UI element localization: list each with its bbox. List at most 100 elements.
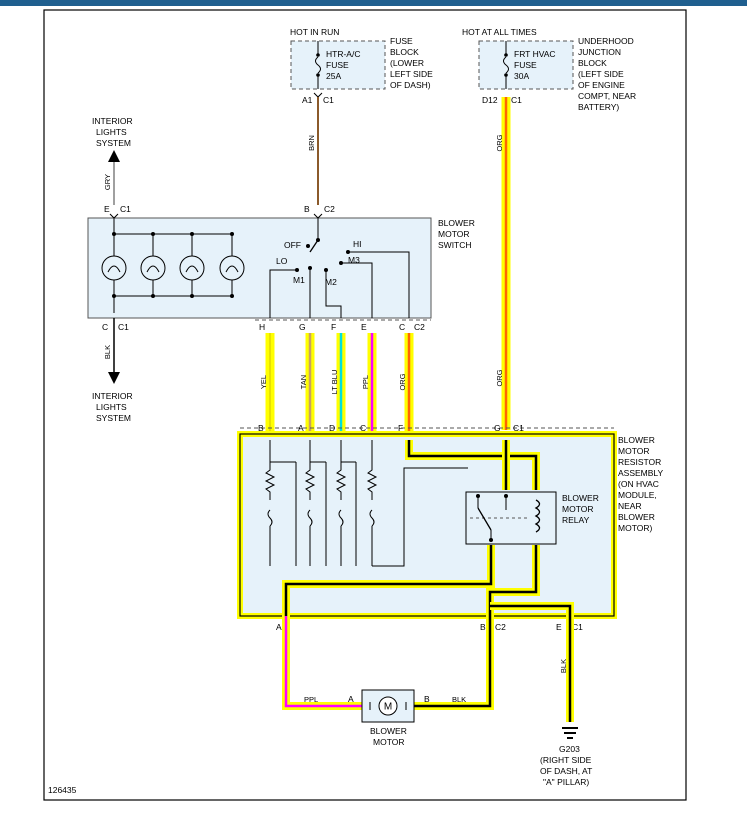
switch-bottom-pin-c2: C bbox=[399, 322, 405, 332]
tan-wire-label: TAN bbox=[299, 375, 308, 389]
blower-motor-resistor-assembly: BLOWER MOTOR RESISTOR ASSEMBLY (ON HVAC … bbox=[237, 423, 664, 632]
brn-wire-label: BRN bbox=[307, 135, 316, 151]
htr-fuse-label-2: FUSE bbox=[326, 60, 349, 70]
switch-label-3: SWITCH bbox=[438, 240, 472, 250]
ground-g203: G203 (RIGHT SIDE OF DASH, AT "A" PILLAR) bbox=[540, 727, 592, 787]
resistor-top-pin-g: G bbox=[494, 423, 501, 433]
switch-bottom-conn-c2: C2 bbox=[414, 322, 425, 332]
junction-loc-5: OF ENGINE bbox=[578, 80, 625, 90]
htr-fuse-label-1: HTR-A/C bbox=[326, 49, 360, 59]
resistor-top-pin-b: B bbox=[258, 423, 264, 433]
resistor-label-1: BLOWER bbox=[618, 435, 655, 445]
motor-label-1: BLOWER bbox=[370, 726, 407, 736]
interior-lights-bottom-3: SYSTEM bbox=[96, 413, 131, 423]
motor-symbol-label: M bbox=[384, 702, 392, 713]
lamp-3 bbox=[179, 232, 205, 298]
junction-loc-1: UNDERHOOD bbox=[578, 36, 634, 46]
switch-top-conn-c2: C2 bbox=[324, 204, 335, 214]
resistor-bottom-pin-b: B bbox=[480, 622, 486, 632]
interior-lights-bottom-1: INTERIOR bbox=[92, 391, 133, 401]
switch-pos-m1: M1 bbox=[293, 275, 305, 285]
yel-wire-label: YEL bbox=[259, 375, 268, 389]
ppl-motor-wire-highlight bbox=[282, 616, 362, 710]
blk-motor-wire bbox=[414, 616, 492, 708]
switch-bottom-pin-g: G bbox=[299, 322, 306, 332]
switch-bottom-conn-c1: C1 bbox=[118, 322, 129, 332]
interior-lights-bottom: INTERIOR LIGHTS SYSTEM bbox=[92, 391, 133, 423]
blower-switch-box bbox=[87, 217, 432, 319]
switch-bottom-pin-e: E bbox=[361, 322, 367, 332]
motor-label-2: MOTOR bbox=[373, 737, 404, 747]
switch-pos-hi: HI bbox=[353, 239, 362, 249]
switch-pos-off: OFF bbox=[284, 240, 301, 250]
switch-bottom-pin-f: F bbox=[331, 322, 336, 332]
interior-lights-bottom-2: LIGHTS bbox=[96, 402, 127, 412]
relay-label-1: BLOWER bbox=[562, 493, 599, 503]
blk-wire-lights-label: BLK bbox=[103, 345, 112, 359]
htr-fuse-label-3: 25A bbox=[326, 71, 341, 81]
gry-wire-label: GRY bbox=[103, 174, 112, 190]
ground-loc-3: "A" PILLAR) bbox=[543, 777, 589, 787]
switch-bottom-pin-c: C bbox=[102, 322, 108, 332]
internal-resistors bbox=[264, 440, 468, 567]
fuse-block-outline bbox=[290, 40, 386, 90]
ppl-wire-label: PPL bbox=[361, 375, 370, 389]
junction-conn: C1 bbox=[511, 95, 522, 105]
hot-in-run-label: HOT IN RUN bbox=[290, 27, 339, 37]
relay-coil bbox=[534, 499, 541, 533]
relay-label-2: MOTOR bbox=[562, 504, 593, 514]
fuse-block-loc-1: FUSE bbox=[390, 36, 413, 46]
lamp-2 bbox=[140, 232, 166, 298]
relay-box bbox=[465, 491, 557, 545]
resistor-label-6: MODULE, bbox=[618, 490, 657, 500]
junction-loc-4: (LEFT SIDE bbox=[578, 69, 624, 79]
htr-fuse-symbol bbox=[315, 56, 321, 74]
junction-loc-2: JUNCTION bbox=[578, 47, 621, 57]
resistor-label-8: BLOWER bbox=[618, 512, 655, 522]
diagram-frame bbox=[43, 9, 687, 801]
interior-lights-top-1: INTERIOR bbox=[92, 116, 133, 126]
junction-block-outline bbox=[478, 40, 574, 90]
switch-label-2: MOTOR bbox=[438, 229, 469, 239]
org-wire-top-label: ORG bbox=[495, 134, 504, 151]
resistor-label-9: MOTOR) bbox=[618, 523, 652, 533]
window-title-bar bbox=[0, 0, 747, 6]
junction-loc-7: BATTERY) bbox=[578, 102, 619, 112]
resistor-top-pin-c: C bbox=[360, 423, 366, 433]
ppl-motor-wire-label: PPL bbox=[304, 695, 318, 704]
frt-fuse-label-3: 30A bbox=[514, 71, 529, 81]
resistor-label-3: RESISTOR bbox=[618, 457, 661, 467]
junction-loc-6: COMPT, NEAR bbox=[578, 91, 636, 101]
ground-loc-2: OF DASH, AT bbox=[540, 766, 592, 776]
switch-label-1: BLOWER bbox=[438, 218, 475, 228]
switch-bottom-pin-h: H bbox=[259, 322, 265, 332]
blower-motor-switch: BLOWER MOTOR SWITCH E C1 B C2 bbox=[87, 204, 475, 332]
org-wire-label: ORG bbox=[398, 373, 407, 390]
fuse-block: HOT IN RUN HTR-A/C FUSE 25A FUSE BLOCK (… bbox=[290, 27, 433, 105]
switch-pos-lo: LO bbox=[276, 256, 288, 266]
resistor-bottom-pin-e: E bbox=[556, 622, 562, 632]
motor-pin-a: A bbox=[348, 694, 354, 704]
blk-motor-wire-highlight bbox=[414, 616, 494, 710]
blower-motor-relay: BLOWER MOTOR RELAY bbox=[465, 491, 599, 545]
junction-loc-3: BLOCK bbox=[578, 58, 607, 68]
resistor-label-2: MOTOR bbox=[618, 446, 649, 456]
frt-hvac-fuse-symbol bbox=[503, 56, 509, 74]
hot-at-all-times-label: HOT AT ALL TIMES bbox=[462, 27, 537, 37]
resistor-label-7: NEAR bbox=[618, 501, 642, 511]
switch-top-pin-b: B bbox=[304, 204, 310, 214]
resistor-label-5: (ON HVAC bbox=[618, 479, 659, 489]
motor-pin-b: B bbox=[424, 694, 430, 704]
resistor-top-pin-d: D bbox=[329, 423, 335, 433]
resistor-bottom-conn-c1: C1 bbox=[572, 622, 583, 632]
junction-pin: D12 bbox=[482, 95, 498, 105]
ground-id: G203 bbox=[559, 744, 580, 754]
blk-motor-wire-label: BLK bbox=[452, 695, 466, 704]
lt-blu-wire-label: LT BLU bbox=[330, 370, 339, 395]
fuse-block-loc-3: (LOWER bbox=[390, 58, 424, 68]
lamp-4 bbox=[219, 232, 245, 298]
resistor-top-pin-f: F bbox=[398, 423, 403, 433]
junction-block: HOT AT ALL TIMES FRT HVAC FUSE 30A UNDER… bbox=[462, 27, 636, 112]
resistor-bottom-pin-a: A bbox=[276, 622, 282, 632]
diagram-id: 126435 bbox=[48, 785, 77, 795]
